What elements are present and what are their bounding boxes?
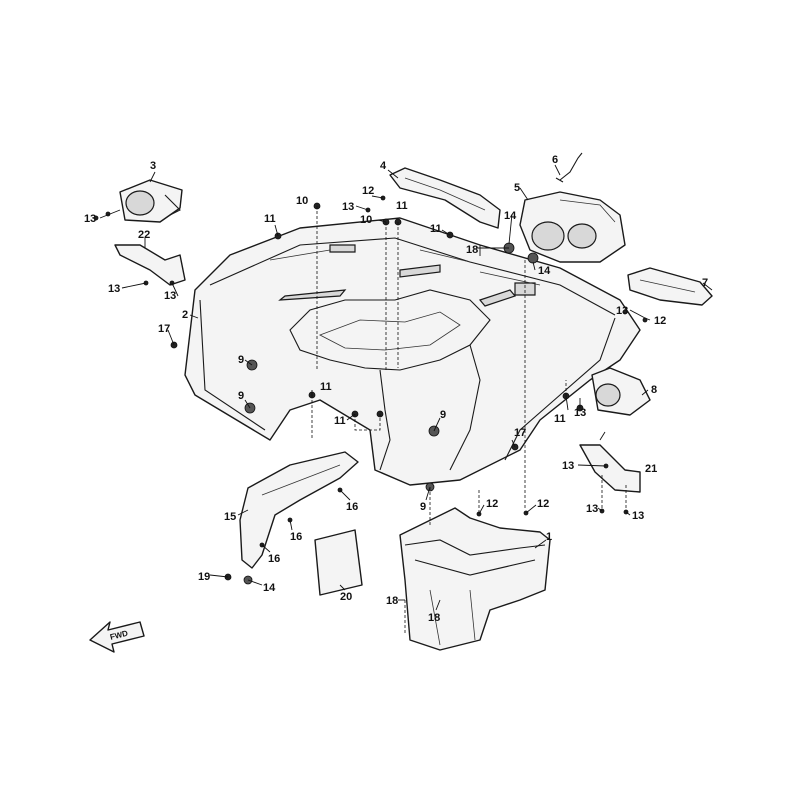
- callout-11a: 11: [264, 213, 276, 225]
- callout-13i: 13: [632, 510, 644, 522]
- callout-11d: 11: [320, 381, 332, 393]
- callout-10a: 10: [296, 195, 308, 207]
- rear-fender-body: [184, 217, 641, 492]
- callout-12a: 12: [362, 185, 374, 197]
- hook-clip: [555, 152, 583, 183]
- fwd-label: FWD: [109, 629, 129, 642]
- callout-7: 7: [702, 277, 708, 289]
- callout-3: 3: [150, 160, 156, 172]
- tail-light-housing: [519, 191, 626, 263]
- fasteners: [93, 195, 648, 585]
- callout-12c: 12: [486, 498, 498, 510]
- callout-9c: 9: [440, 409, 446, 421]
- rear-grip-handle: [389, 167, 501, 229]
- callout-13e: 13: [616, 305, 628, 317]
- callout-14a: 14: [504, 210, 517, 222]
- callout-13b: 13: [108, 283, 120, 295]
- callout-14c: 14: [263, 582, 276, 594]
- callout-13d: 13: [342, 201, 354, 213]
- callout-9a: 9: [238, 354, 244, 366]
- callout-9b: 9: [238, 390, 244, 402]
- lamp-assembly-right: [591, 367, 651, 416]
- mud-flap: [239, 451, 359, 569]
- callout-12d: 12: [537, 498, 549, 510]
- callout-15: 15: [224, 511, 236, 523]
- callout-11b: 11: [396, 200, 408, 212]
- callout-21: 21: [645, 463, 657, 475]
- callout-18c: 18: [428, 612, 440, 624]
- callout-4: 4: [380, 160, 387, 172]
- callout-11c: 11: [430, 223, 442, 235]
- callout-13f: 13: [574, 407, 586, 419]
- fwd-arrow-icon: FWD: [89, 621, 145, 653]
- callout-12b: 12: [654, 315, 666, 327]
- callout-8: 8: [651, 384, 657, 396]
- callout-20: 20: [340, 591, 352, 603]
- callout-19: 19: [198, 571, 210, 583]
- callout-2: 2: [182, 309, 188, 321]
- callout-1: 1: [546, 531, 552, 543]
- callout-22: 22: [138, 229, 150, 241]
- callout-labels: 1 2 3 4 5 6 7 8 9 9 9 9 10 10 11 11 11 1…: [84, 154, 708, 624]
- callout-18b: 18: [386, 595, 398, 607]
- callout-6: 6: [552, 154, 558, 166]
- lamp-assembly-left: [119, 179, 183, 223]
- callout-10b: 10: [360, 214, 372, 226]
- callout-16a: 16: [346, 501, 358, 513]
- callout-16c: 16: [268, 553, 280, 565]
- callout-9d: 9: [420, 501, 426, 513]
- callout-13h: 13: [586, 503, 598, 515]
- callout-13c: 13: [164, 290, 176, 302]
- callout-11f: 11: [554, 413, 566, 425]
- callout-16b: 16: [290, 531, 302, 543]
- callout-5: 5: [514, 182, 520, 194]
- decal-sheet: [314, 529, 363, 596]
- callout-17b: 17: [514, 427, 526, 439]
- callout-17a: 17: [158, 323, 170, 335]
- callout-11e: 11: [334, 415, 346, 427]
- storage-box: [399, 507, 551, 651]
- callout-13a: 13: [84, 213, 96, 225]
- callout-18a: 18: [466, 244, 478, 256]
- reflector-right: [627, 267, 713, 306]
- bracket-left: [114, 244, 186, 286]
- callout-14b: 14: [538, 265, 551, 277]
- bracket-right: [579, 444, 641, 493]
- callout-13g: 13: [562, 460, 574, 472]
- leader-lines: [99, 164, 713, 635]
